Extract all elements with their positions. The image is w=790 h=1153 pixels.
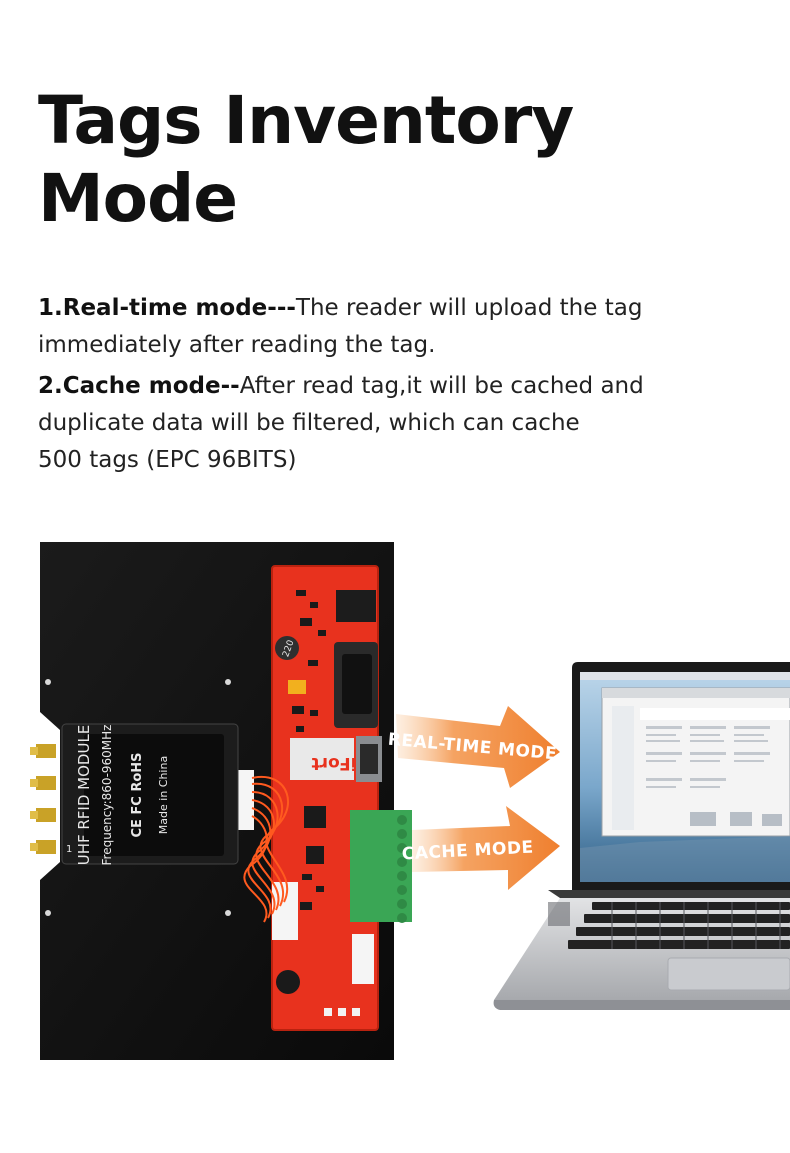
module-certification-marks: CE FC RoHS bbox=[130, 752, 145, 837]
laptop-key-separators bbox=[611, 902, 781, 949]
product-illustration: 220 iFort bbox=[0, 530, 790, 1090]
laptop-browser-tabs bbox=[640, 708, 790, 720]
title-line-2: Mode bbox=[38, 160, 238, 237]
buzzer bbox=[276, 970, 300, 994]
capacitor bbox=[288, 680, 306, 694]
module-port-number: 1 bbox=[66, 844, 72, 855]
mode-descriptions: 1.Real-time mode---The reader will uploa… bbox=[38, 290, 738, 483]
uhf-rfid-module: UHF RFID MODULE Frequency:860-960MHz CE … bbox=[30, 723, 239, 866]
cache-mode-text-2: duplicate data will be filtered, which c… bbox=[38, 410, 580, 436]
laptop-keyboard bbox=[568, 902, 790, 949]
pcb-test-points bbox=[324, 1008, 360, 1016]
reader-to-laptop-diagram: 220 iFort bbox=[30, 542, 790, 1060]
realtime-mode-text-1: The reader will upload the tag bbox=[295, 295, 643, 321]
ethernet-port-label bbox=[290, 738, 354, 780]
laptop bbox=[493, 662, 790, 1010]
pin-header bbox=[352, 934, 374, 984]
laptop-hinge bbox=[548, 890, 790, 898]
realtime-mode-sep: --- bbox=[267, 295, 296, 321]
module-origin: Made in China bbox=[157, 756, 170, 834]
ethernet-port-socket bbox=[360, 744, 378, 774]
laptop-speaker-grille bbox=[548, 902, 570, 926]
module-label-text: UHF RFID MODULE Frequency:860-960MHz CE … bbox=[75, 725, 170, 866]
realtime-mode-description: 1.Real-time mode---The reader will uploa… bbox=[38, 290, 738, 364]
laptop-browser-sidebar bbox=[612, 706, 634, 830]
pcb-components bbox=[292, 590, 326, 910]
laptop-trackpad bbox=[667, 957, 790, 991]
cache-mode-sep: -- bbox=[220, 373, 240, 399]
module-label-area bbox=[84, 734, 224, 856]
module-frequency: Frequency:860-960MHz bbox=[100, 725, 114, 866]
laptop-base-edge bbox=[493, 1000, 790, 1010]
realtime-mode-arrow: REAL-TIME MODE bbox=[387, 706, 560, 788]
cache-mode-text-1: After read tag,it will be cached and bbox=[239, 373, 644, 399]
board-logo: iFort bbox=[312, 753, 357, 773]
laptop-wallpaper-pier bbox=[580, 836, 790, 882]
serial-port-socket bbox=[342, 654, 372, 714]
title-line-1: Tags Inventory bbox=[38, 82, 574, 159]
laptop-screen-content bbox=[646, 726, 782, 826]
ribbon-wires bbox=[243, 775, 289, 923]
cache-arrow-shape bbox=[412, 806, 560, 890]
realtime-mode-label: 1.Real-time mode bbox=[38, 295, 268, 321]
realtime-arrow-shape bbox=[396, 706, 560, 788]
panel-screw-holes bbox=[45, 679, 231, 916]
laptop-menu-bar bbox=[580, 672, 790, 680]
pcb-outline bbox=[271, 565, 379, 1031]
power-jack bbox=[336, 590, 376, 622]
sma-antenna-connectors bbox=[30, 744, 56, 854]
inductor bbox=[275, 636, 299, 660]
realtime-mode-text-2: immediately after reading the tag. bbox=[38, 332, 436, 358]
reader-pcb: 220 iFort bbox=[236, 565, 412, 1031]
page-title: Tags Inventory Mode bbox=[38, 82, 574, 238]
cache-mode-arrow: CACHE MODE bbox=[401, 806, 560, 890]
cache-mode-text-3: 500 tags (EPC 96BITS) bbox=[38, 447, 297, 473]
terminal-block-screws bbox=[397, 815, 407, 923]
cache-mode-description: 2.Cache mode--After read tag,it will be … bbox=[38, 368, 738, 479]
laptop-browser-toolbar bbox=[602, 688, 790, 698]
cache-mode-label: 2.Cache mode bbox=[38, 373, 221, 399]
upper-ffc-connector bbox=[236, 770, 254, 830]
module-name: UHF RFID MODULE bbox=[75, 725, 93, 866]
